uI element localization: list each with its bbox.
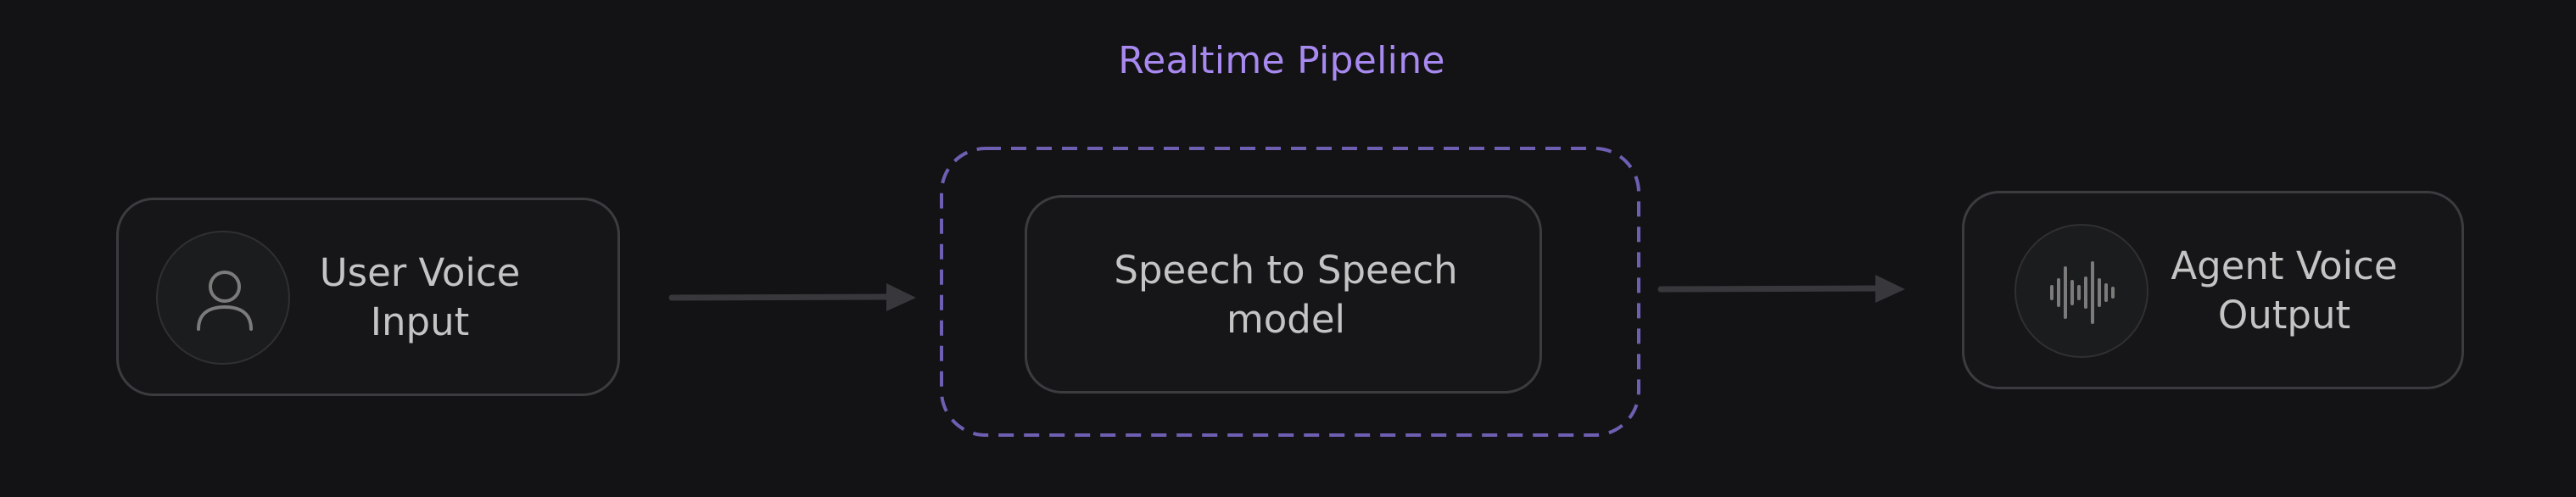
edge-model-to-agent <box>1657 275 1905 303</box>
node-model-label: Speech to Speech model <box>1078 246 1494 344</box>
node-agent-label-line-1: Agent Voice <box>2171 243 2398 288</box>
node-user-label-line-2: Input <box>370 299 470 344</box>
node-speech-to-speech-model: Speech to Speech model <box>1025 195 1542 394</box>
node-agent-label-line-2: Output <box>2217 293 2351 338</box>
arrowhead-user-to-model <box>886 283 916 311</box>
edge-user-to-model <box>668 283 916 311</box>
arrowhead-model-to-agent <box>1875 275 1905 303</box>
node-user-voice-input: User Voice Input <box>116 198 620 396</box>
agent-avatar <box>2014 224 2149 358</box>
node-user-label-line-1: User Voice <box>319 250 521 295</box>
pipeline-group-border <box>940 147 1640 437</box>
user-avatar <box>156 231 290 365</box>
user-icon <box>197 271 253 331</box>
pipeline-title: Realtime Pipeline <box>1118 39 1445 82</box>
node-agent-label: Agent Voice Output <box>2161 242 2407 340</box>
node-agent-voice-output: Agent Voice Output <box>1962 191 2464 389</box>
node-model-label-line-1: Speech to Speech <box>1114 248 1458 293</box>
node-user-label: User Voice Input <box>314 248 526 347</box>
audio-waveform-icon <box>2050 261 2115 324</box>
node-model-label-line-2: model <box>1226 297 1346 342</box>
